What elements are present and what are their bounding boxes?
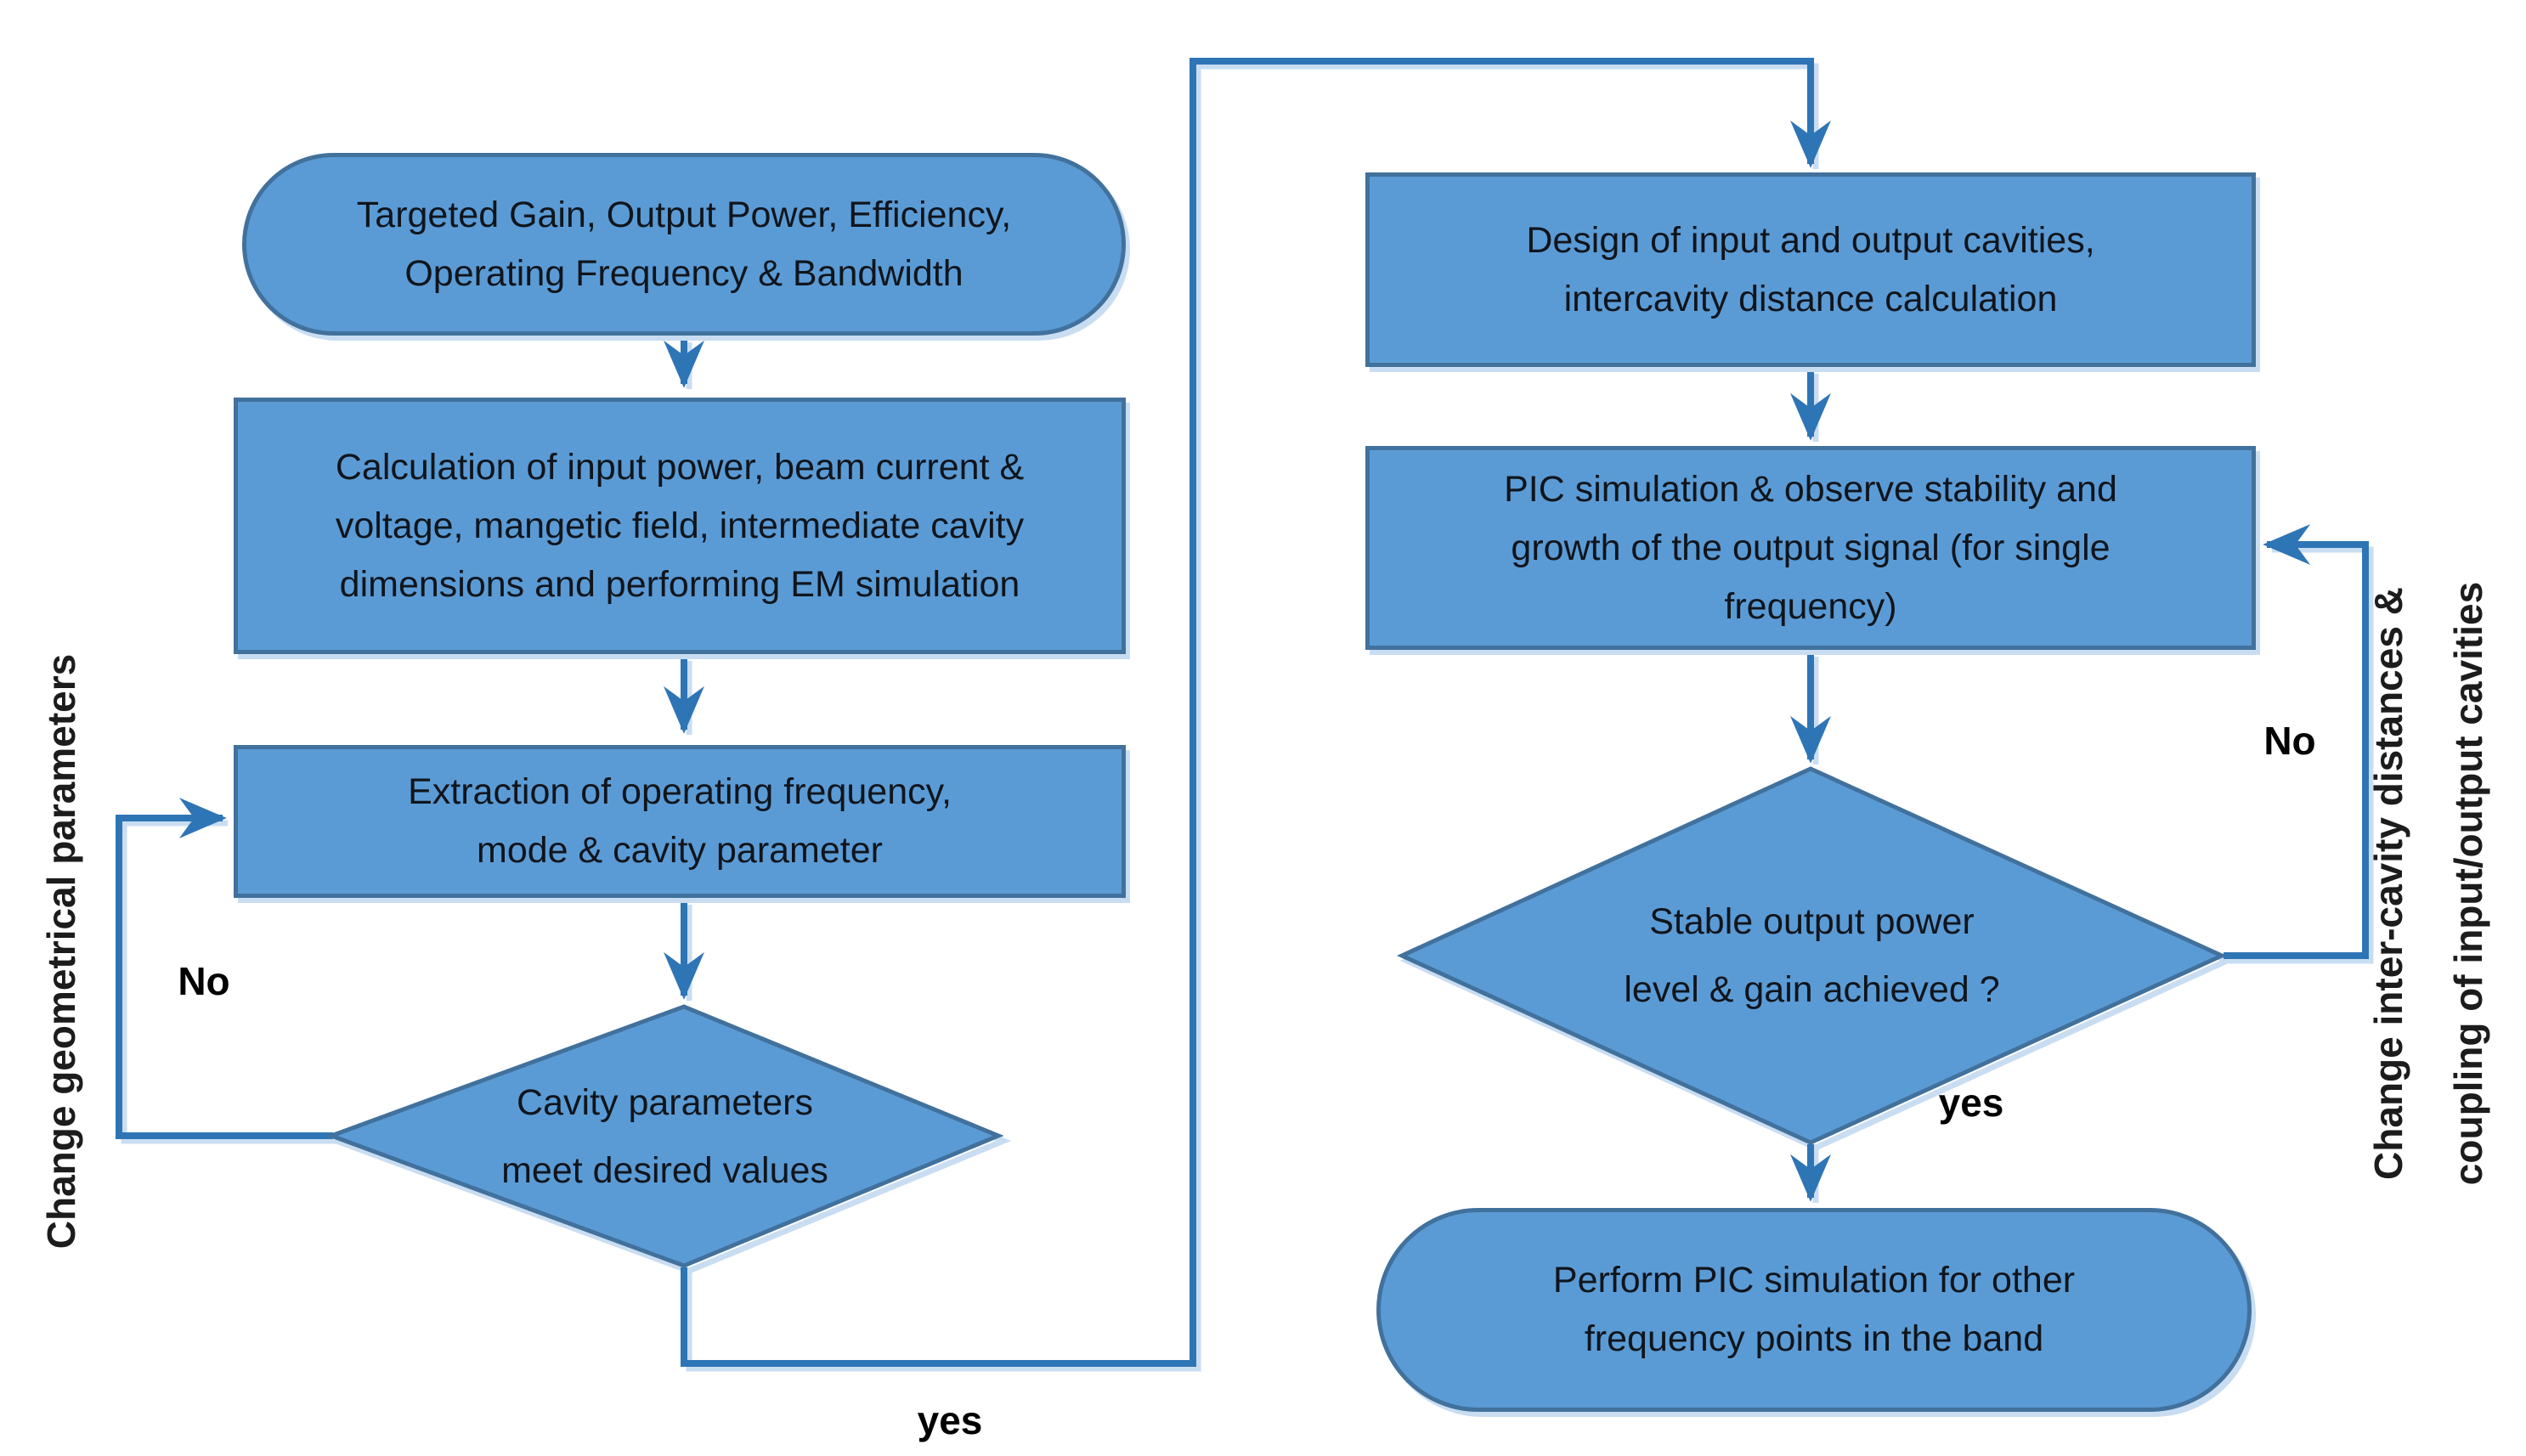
design-cavities-process: Design of input and output cavities, int… <box>1365 172 2256 367</box>
node-text-line: Design of input and output cavities, <box>1526 219 2095 261</box>
calculation-process: Calculation of input power, beam current… <box>234 398 1126 654</box>
node-text-line: Calculation of input power, beam current… <box>335 446 1025 488</box>
node-text-line: dimensions and performing EM simulation <box>339 563 1020 605</box>
cavity-decision-text: Cavity parameters meet desired values <box>331 1007 998 1266</box>
end-terminator: Perform PIC simulation for other frequen… <box>1376 1208 2252 1412</box>
yes-label-right: yes <box>1938 1081 2004 1125</box>
node-text-line: intercavity distance calculation <box>1563 278 2058 319</box>
node-text-line: level & gain achieved ? <box>1624 969 2000 1010</box>
node-text-line: Targeted Gain, Output Power, Efficiency, <box>356 194 1012 235</box>
no-label-right: No <box>2263 719 2316 763</box>
node-text-line: Extraction of operating frequency, <box>408 771 952 812</box>
connector-no-right-loop <box>2224 524 2369 959</box>
right-loop-note-line1: Change inter-cavity distances & <box>2366 587 2410 1180</box>
right-loop-note: Change inter-cavity distances & coupling… <box>2348 582 2508 1185</box>
pic-simulation-process: PIC simulation & observe stability and g… <box>1365 446 2256 650</box>
node-text-line: growth of the output signal (for single <box>1511 527 2111 568</box>
connector-no-left-loop <box>116 798 333 1139</box>
node-text-line: Cavity parameters <box>517 1081 813 1123</box>
stable-decision-text: Stable output power level & gain achieve… <box>1402 769 2222 1143</box>
cavity-decision-diamond <box>325 1004 1004 1268</box>
node-text-line: Operating Frequency & Bandwidth <box>404 252 963 294</box>
connectors <box>116 58 2369 1367</box>
node-text-line: frequency points in the band <box>1584 1318 2044 1359</box>
node-text-line: voltage, mangetic field, intermediate ca… <box>335 505 1025 546</box>
node-text-line: Stable output power <box>1649 901 1975 942</box>
start-terminator: Targeted Gain, Output Power, Efficiency,… <box>242 153 1126 336</box>
right-loop-note-line2: coupling of input/output cavities <box>2446 581 2490 1186</box>
connector-yes-to-design <box>681 58 1831 1367</box>
node-text-line: frequency) <box>1724 585 1897 627</box>
yes-label-left: yes <box>917 1398 983 1442</box>
node-text-line: PIC simulation & observe stability and <box>1504 468 2117 510</box>
left-loop-note: Change geometrical parameters <box>39 653 83 1250</box>
extraction-process: Extraction of operating frequency, mode … <box>234 745 1126 898</box>
stable-decision-diamond <box>1396 766 2228 1145</box>
node-text-line: mode & cavity parameter <box>477 830 883 871</box>
node-text-line: Perform PIC simulation for other <box>1552 1260 2076 1301</box>
node-text-line: meet desired values <box>501 1149 828 1191</box>
no-label-left: No <box>178 959 230 1003</box>
